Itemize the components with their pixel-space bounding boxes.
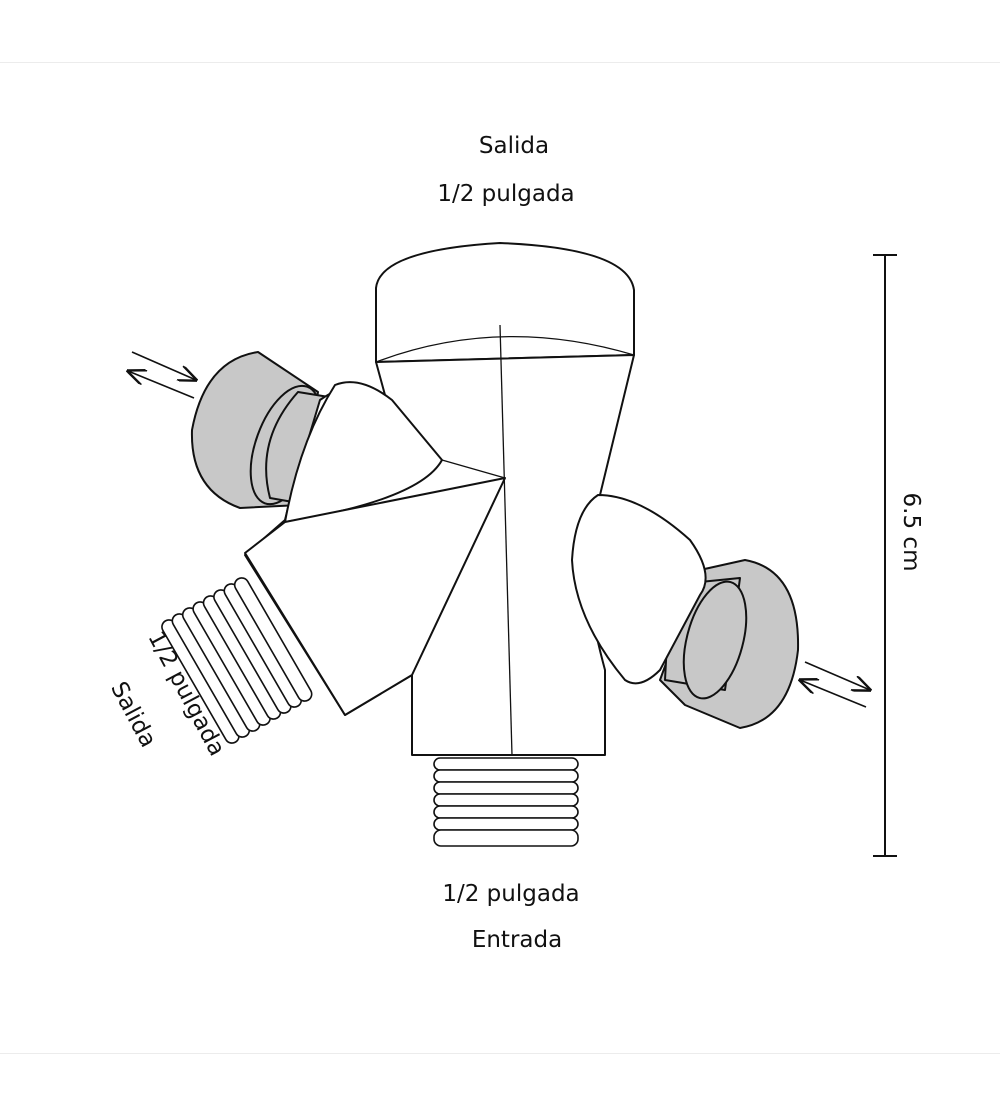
left-flow-arrows	[128, 351, 196, 399]
right-flow-arrows	[800, 661, 870, 708]
adapter-body	[244, 242, 707, 756]
diagram-frame	[0, 62, 1000, 1054]
bottom-inlet-label: Entrada	[472, 927, 562, 953]
left-cap	[190, 351, 336, 509]
bottom-thread	[433, 757, 579, 847]
top-size-label: 1/2 pulgada	[437, 181, 574, 207]
height-dimension	[873, 254, 897, 857]
left-outlet-label: Salida	[105, 678, 161, 752]
bottom-size-label: 1/2 pulgada	[442, 881, 579, 907]
height-dimension-label: 6.5 cm	[898, 493, 924, 572]
left-thread	[161, 577, 313, 744]
top-outlet-label: Salida	[479, 133, 549, 159]
